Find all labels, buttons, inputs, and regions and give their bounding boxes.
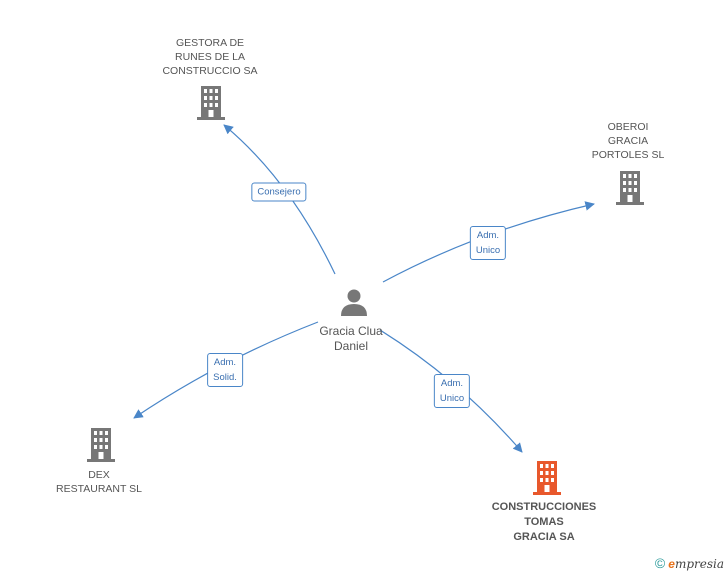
person-icon[interactable] <box>340 288 368 321</box>
relation-label-text: Consejero <box>257 186 301 198</box>
relation-label-text: Unico <box>439 393 465 404</box>
relation-label-gestora[interactable]: Consejero <box>251 182 307 202</box>
company-name-line: TOMAS <box>524 516 564 528</box>
company-name-line: RESTAURANT SL <box>56 483 142 495</box>
person-name-line-2: Daniel <box>333 339 369 353</box>
company-name-line: OBEROI <box>607 121 649 133</box>
person-name-line-1: Gracia Clua <box>319 324 383 338</box>
company-name-line: RUNES DE LA <box>174 51 246 63</box>
company-name-line: DEX <box>88 469 110 481</box>
building-icon[interactable] <box>86 428 116 467</box>
company-label-construcciones[interactable]: CONSTRUCCIONES TOMAS GRACIA SA <box>492 500 597 545</box>
relation-label-oberoi[interactable]: Adm. Unico <box>469 226 507 260</box>
company-label-gestora[interactable]: GESTORA DE RUNES DE LA CONSTRUCCIO SA <box>162 36 257 78</box>
company-name-line: CONSTRUCCIO SA <box>162 65 258 77</box>
company-label-oberoi[interactable]: OBEROI GRACIA PORTOLES SL <box>592 120 665 162</box>
building-icon[interactable] <box>532 461 562 500</box>
building-icon[interactable] <box>615 171 645 210</box>
company-name-line: GRACIA <box>607 135 649 147</box>
brand-logo-initial: e <box>668 557 675 571</box>
relation-label-construcciones[interactable]: Adm. Unico <box>433 374 471 408</box>
company-name-line: GESTORA DE <box>175 37 245 49</box>
building-icon[interactable] <box>196 86 226 125</box>
footer-brand[interactable]: ©empresia <box>655 555 724 571</box>
company-name-line: CONSTRUCCIONES <box>491 501 597 513</box>
relation-label-text: Solid. <box>213 372 237 383</box>
relation-label-text: Adm. <box>440 378 464 389</box>
company-name-line: GRACIA SA <box>513 531 575 543</box>
relation-label-dex[interactable]: Adm. Solid. <box>207 353 243 387</box>
brand-logo-text: mpresia <box>674 557 724 571</box>
copyright-icon: © <box>654 555 666 571</box>
company-label-dex[interactable]: DEX RESTAURANT SL <box>56 468 142 496</box>
relation-label-text: Unico <box>475 245 501 256</box>
person-name[interactable]: Gracia Clua Daniel <box>319 324 382 354</box>
company-name-line: PORTOLES SL <box>591 149 665 161</box>
relation-label-text: Adm. <box>213 357 237 368</box>
relation-label-text: Adm. <box>476 230 500 241</box>
